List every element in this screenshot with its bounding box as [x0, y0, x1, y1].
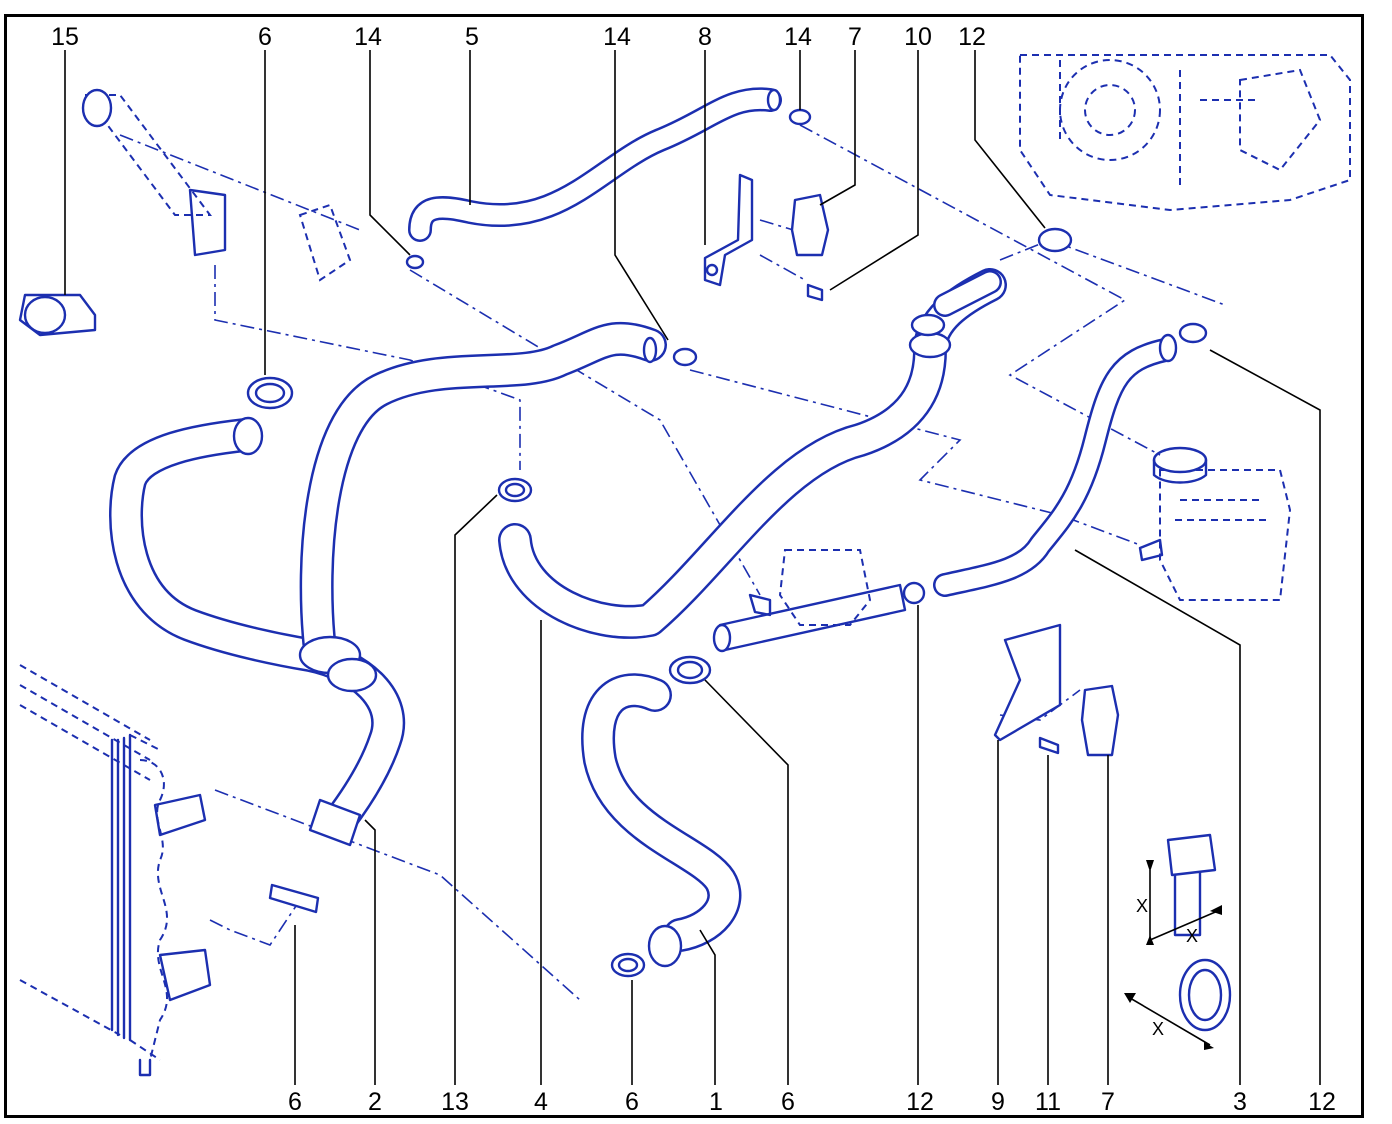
dimension-label-x-bolt-length: X [1136, 896, 1148, 916]
callout-6-bottom-left: 6 [288, 1088, 302, 1116]
leader-lines [64, 50, 1321, 1085]
callout-14-left: 14 [354, 23, 382, 51]
callout-12-top: 12 [958, 23, 986, 51]
clamp-13[interactable] [497, 477, 533, 503]
callout-9: 9 [991, 1088, 1005, 1116]
callout-7-bottom: 7 [1101, 1088, 1115, 1116]
callout-12-right: 12 [1308, 1088, 1336, 1116]
grommet-15[interactable] [18, 293, 97, 337]
thermostat-housing-ghost [712, 549, 907, 653]
callout-5: 5 [465, 23, 479, 51]
engine-block-ghost [1019, 54, 1351, 212]
callout-4: 4 [534, 1088, 548, 1116]
callouts-bottom: 6 2 13 4 6 1 6 12 9 11 7 3 12 [288, 1088, 1336, 1116]
bolt-10[interactable] [806, 283, 824, 302]
cable-clip-7-lower[interactable] [1080, 684, 1120, 757]
callout-3: 3 [1233, 1088, 1247, 1116]
callout-14-right: 14 [784, 23, 812, 51]
diagram-frame [4, 14, 1364, 1118]
callout-6-top: 6 [258, 23, 272, 51]
clamp-12-upper[interactable] [1037, 227, 1073, 253]
hose-4[interactable] [498, 268, 1007, 639]
clamp-12-center[interactable] [902, 581, 926, 605]
clamp-6-upper[interactable] [246, 376, 294, 410]
clamp-14-right[interactable] [788, 108, 812, 126]
callout-1: 1 [709, 1088, 723, 1116]
clamp-dimension-illustration [1124, 958, 1232, 1050]
clamp-6-center[interactable] [668, 655, 712, 685]
upper-pipe-ghost [81, 88, 352, 282]
callout-15: 15 [51, 23, 79, 51]
radiator-ghost [19, 664, 212, 1077]
bracket-8[interactable] [703, 173, 754, 287]
expansion-tank-ghost [1138, 446, 1292, 601]
hose-3[interactable] [933, 333, 1178, 597]
callout-11: 11 [1035, 1088, 1061, 1116]
callouts-top: 15 6 14 5 14 8 14 7 10 12 [51, 23, 986, 51]
bolt-dimension-illustration [1146, 833, 1222, 945]
callout-2: 2 [368, 1088, 382, 1116]
hose-2[interactable] [109, 321, 667, 847]
hose-5[interactable] [408, 87, 782, 242]
bolt-11[interactable] [1038, 736, 1060, 755]
clamp-6-lower-left[interactable] [610, 952, 646, 978]
clamp-14-left[interactable] [405, 254, 425, 270]
callout-10: 10 [904, 23, 932, 51]
callout-12-bottom: 12 [906, 1088, 934, 1116]
cable-clip-7-upper[interactable] [790, 193, 830, 257]
callout-13: 13 [441, 1088, 469, 1116]
clamp-14-center[interactable] [672, 347, 698, 367]
hose-sleeve [933, 270, 1002, 317]
callout-6-bottom-center: 6 [625, 1088, 639, 1116]
spacer-6[interactable] [268, 883, 320, 914]
callout-8: 8 [698, 23, 712, 51]
callout-6-bottom-right: 6 [781, 1088, 795, 1116]
callout-7-top: 7 [848, 23, 862, 51]
assembly-lines [119, 124, 1226, 1001]
dimension-label-x-clamp: X [1152, 1019, 1164, 1039]
dimension-labels: X X X [1136, 896, 1198, 1039]
bracket-9[interactable] [993, 623, 1062, 742]
hose-1[interactable] [581, 673, 742, 968]
clamp-12-right[interactable] [1178, 322, 1208, 344]
callout-14-center: 14 [603, 23, 631, 51]
dimension-label-x-bolt-diameter: X [1186, 926, 1198, 946]
